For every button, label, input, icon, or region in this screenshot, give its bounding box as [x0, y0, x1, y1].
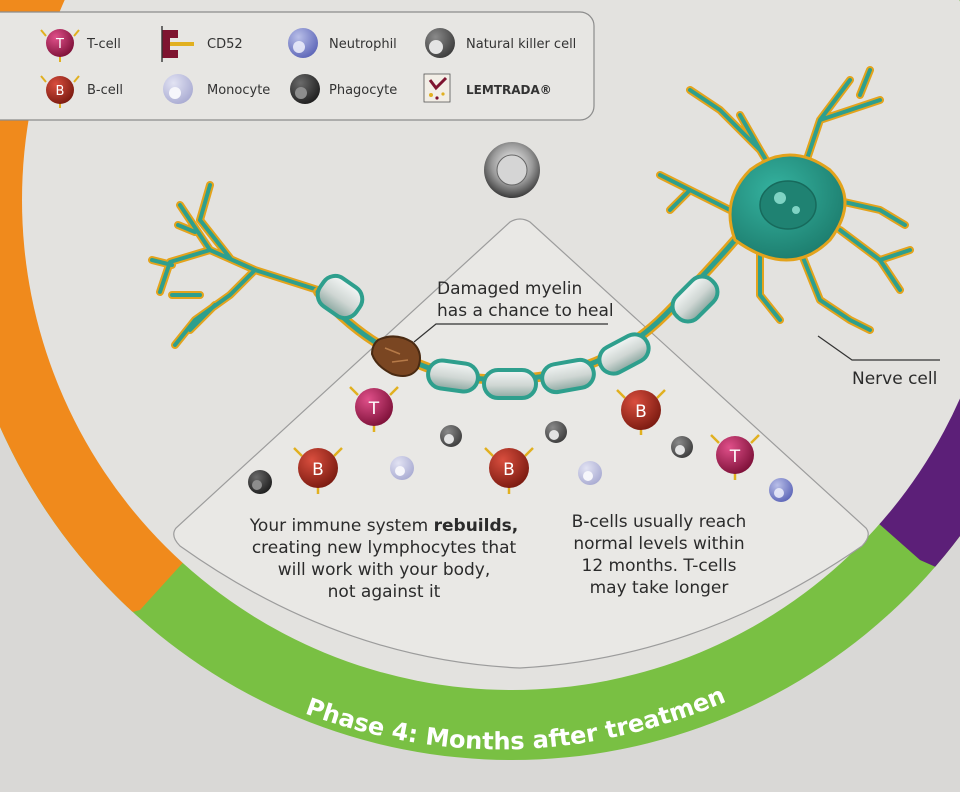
- legend-label-b-cell: B-cell: [87, 83, 123, 98]
- natural-killer-cell: [545, 421, 567, 443]
- natural-killer-cell: [671, 436, 693, 458]
- natural-killer-cell-icon: [425, 28, 455, 58]
- legend-label-cd52: CD52: [207, 37, 243, 52]
- neutrophil-icon: [288, 28, 318, 58]
- recovery-text-line-4: may take longer: [590, 578, 729, 598]
- legend-label-t-cell: T-cell: [86, 37, 121, 52]
- recovery-text-line-3: 12 months. T-cells: [582, 556, 737, 576]
- rebuild-text-line-2: creating new lymphocytes that: [252, 538, 517, 558]
- myelin-segment: [540, 357, 596, 395]
- b-cell: B: [616, 389, 666, 435]
- wedge-panel: [173, 218, 869, 669]
- b-cell: B: [484, 447, 534, 494]
- svg-text:T: T: [55, 37, 64, 52]
- rebuild-text-line-1: Your immune system rebuilds,: [249, 516, 518, 536]
- myelin-segment: [315, 273, 365, 321]
- legend-label-monocyte: Monocyte: [207, 83, 270, 98]
- nerve-cell-leader: [817, 335, 940, 361]
- nucleus: [759, 180, 817, 230]
- cd52-icon: [161, 26, 194, 62]
- svg-text:B: B: [56, 84, 65, 99]
- myelin-segment: [670, 274, 720, 324]
- rebuild-text-line-3: will work with your body,: [278, 560, 491, 580]
- damaged-myelin-leader: [413, 323, 608, 343]
- t-cell: T: [349, 386, 399, 432]
- svg-text:T: T: [368, 399, 380, 419]
- legend-label-phagocyte: Phagocyte: [329, 83, 397, 98]
- myelin-segment: [482, 368, 538, 400]
- svg-text:B: B: [503, 460, 515, 480]
- monocyte: [390, 456, 414, 480]
- b-cell-icon: B: [40, 75, 80, 108]
- nerve-cell-label: Nerve cell: [852, 369, 937, 389]
- t-cell-icon: T: [40, 29, 80, 62]
- grommet: [484, 142, 540, 198]
- svg-text:T: T: [729, 447, 741, 467]
- natural-killer-cell: [440, 425, 462, 447]
- svg-text:B: B: [635, 402, 647, 422]
- phagocyte-icon: [290, 74, 320, 104]
- legend-label-lemtrada: LEMTRADA®: [466, 83, 552, 97]
- damaged-myelin-label: Damaged myelin: [437, 279, 582, 299]
- rebuild-text-line-4: not against it: [328, 582, 441, 602]
- damaged-myelin-segment: [370, 335, 421, 377]
- legend-panel: [0, 11, 595, 121]
- t-cell: T: [710, 434, 760, 480]
- b-cell: B: [293, 447, 343, 494]
- recovery-text-line-1: B-cells usually reach: [572, 512, 747, 532]
- monocyte: [578, 461, 602, 485]
- recovery-text-line-2: normal levels within: [573, 534, 744, 554]
- lemtrada-icon: [423, 73, 451, 103]
- legend-label-natural-killer-cell: Natural killer cell: [466, 37, 576, 52]
- damaged-myelin-label-2: has a chance to heal: [437, 301, 614, 321]
- myelin-segment: [426, 358, 480, 394]
- myelin-segment: [597, 332, 651, 376]
- monocyte-icon: [163, 74, 193, 104]
- phagocyte: [248, 470, 272, 494]
- legend-label-neutrophil: Neutrophil: [329, 37, 397, 52]
- neutrophil: [769, 478, 793, 502]
- svg-text:B: B: [312, 460, 324, 480]
